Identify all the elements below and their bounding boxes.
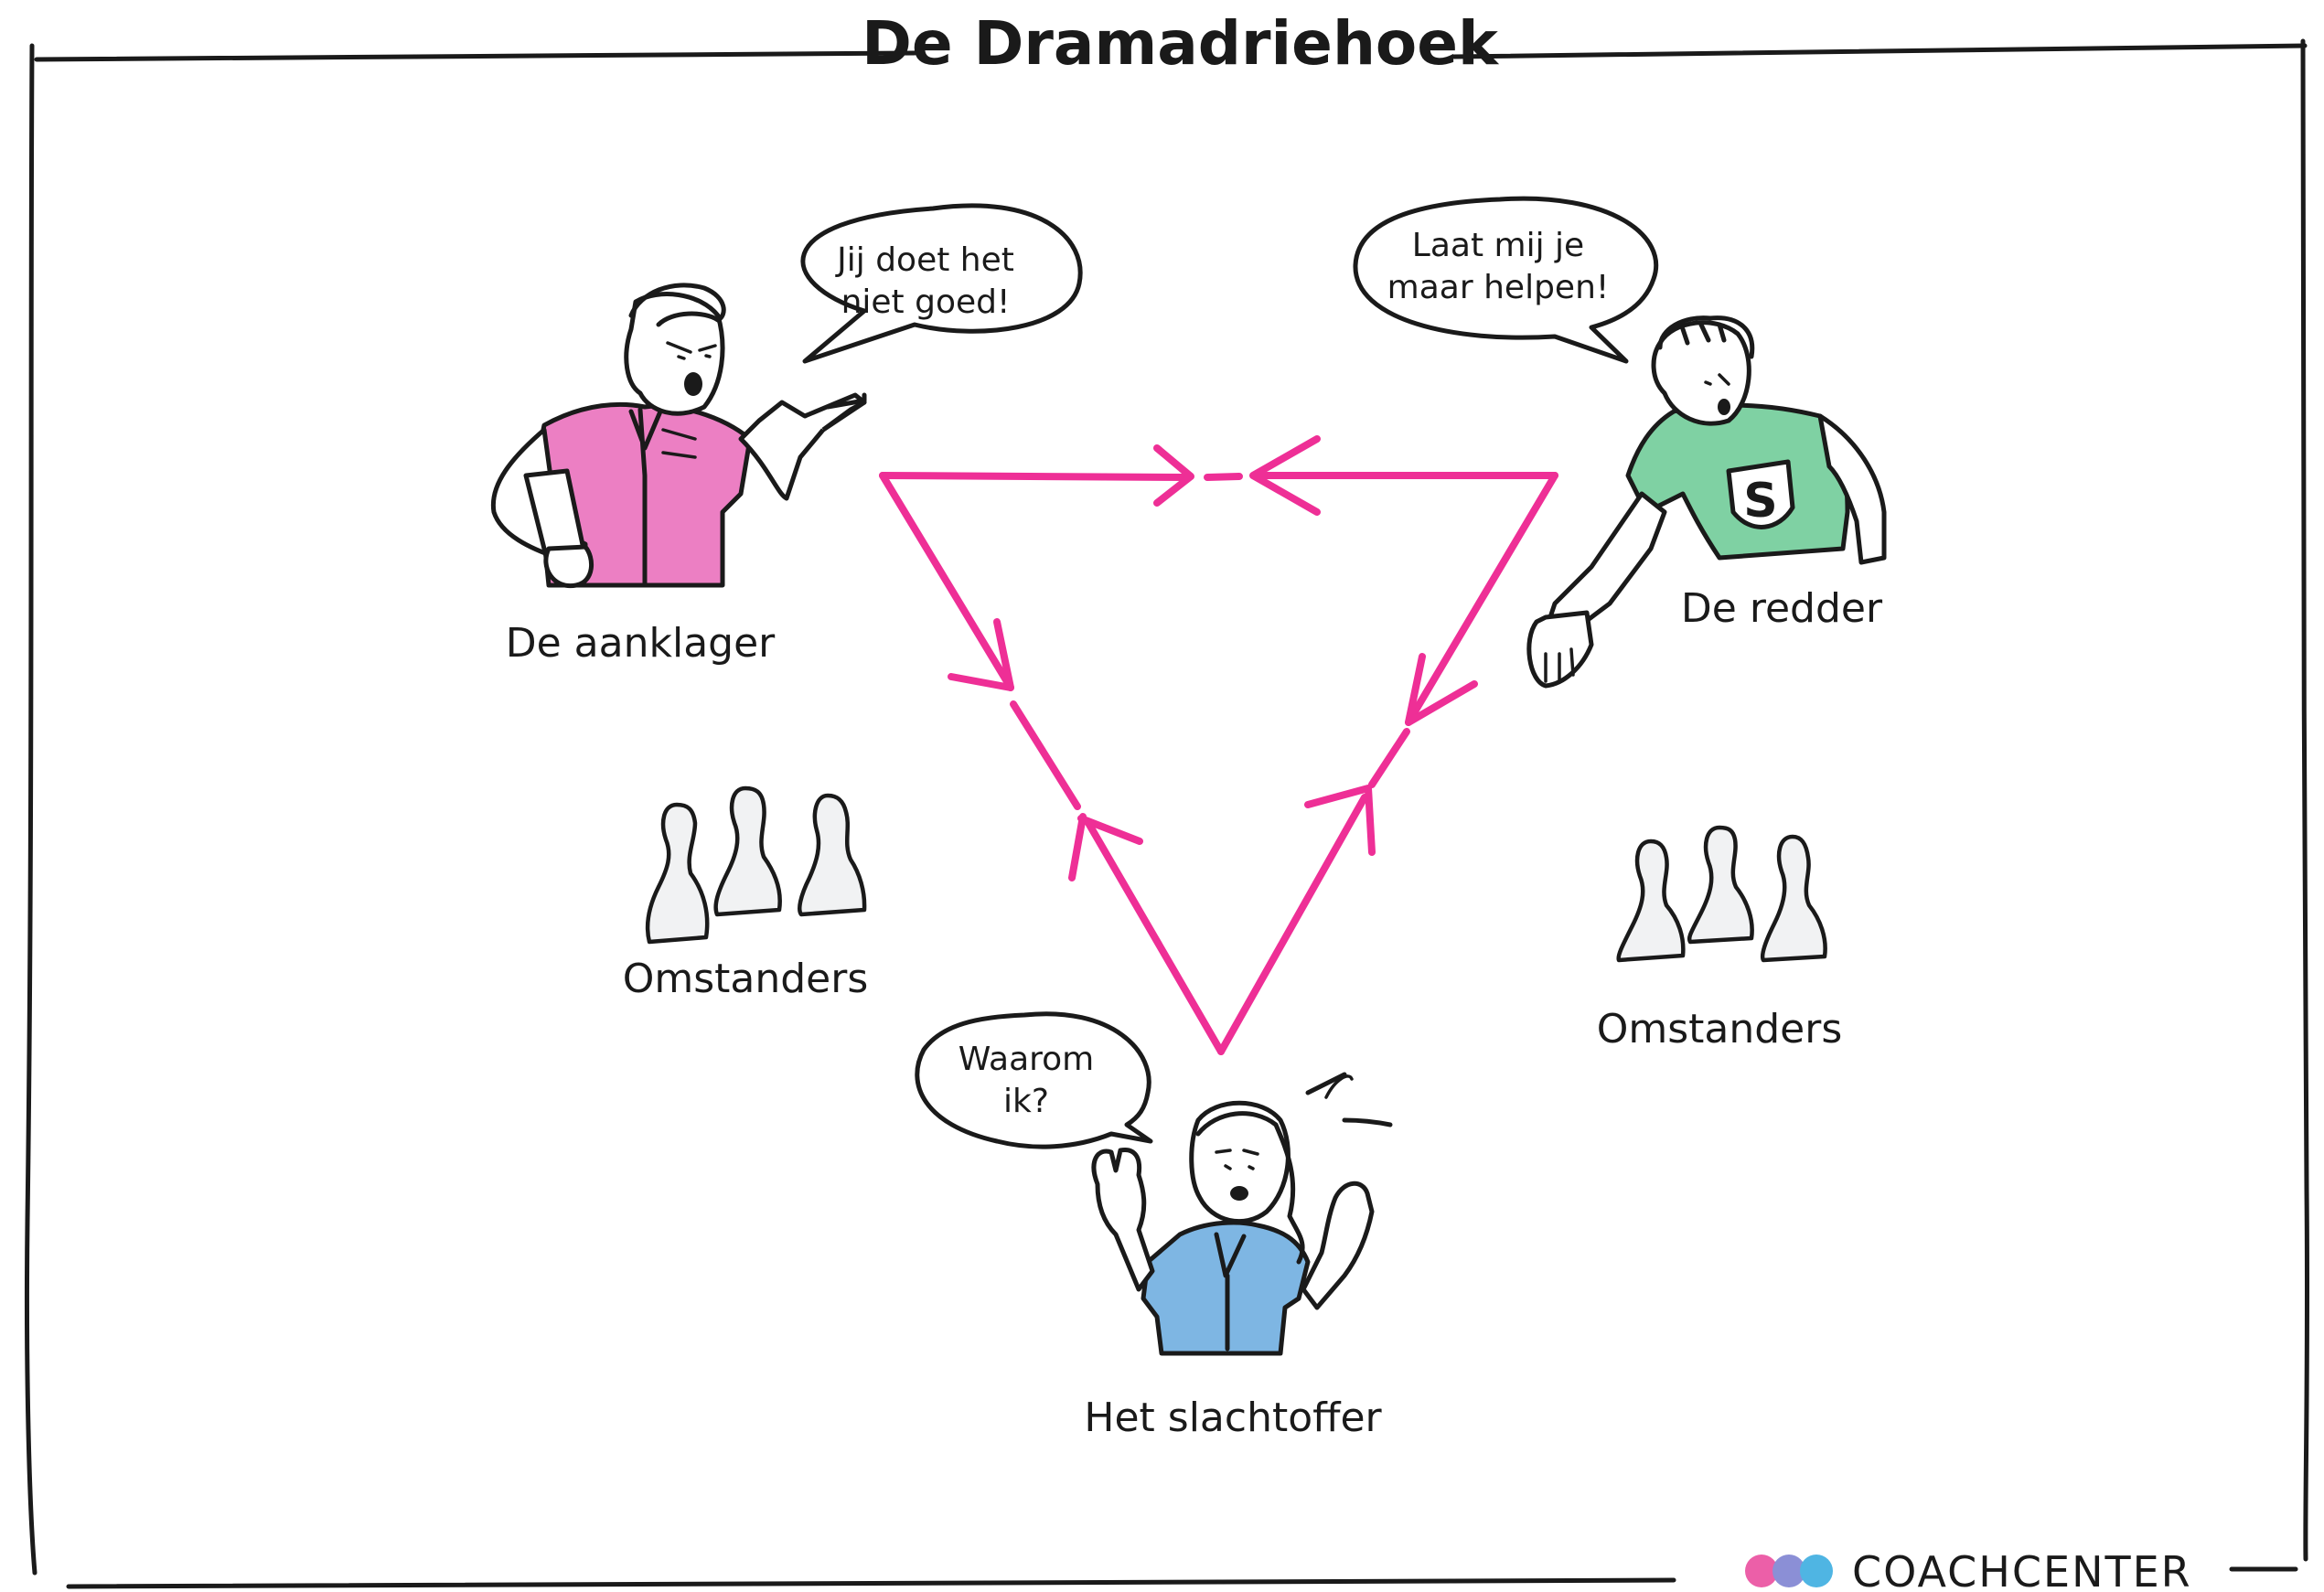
bystanders-right [1616,825,1827,963]
arrow-head-right-down [1405,653,1478,726]
speech-bubble-redder: Laat mij je maar helpen! [1353,196,1659,364]
speech-aanklager-line1: Jij doet het [835,241,1014,279]
coachcenter-logo: COACHCENTER [1745,1547,2192,1592]
triangle-right-middle-dash [1368,728,1410,788]
speech-redder-line1: Laat mij je [1412,227,1584,264]
speech-slachtoffer-line1: Waarom [959,1041,1095,1078]
role-label-aanklager: De aanklager [506,620,776,667]
redder-shirt-emblem: S [1743,474,1777,529]
triangle-right-lower-line [1217,794,1368,1055]
pawn-icon [713,785,782,917]
speech-aanklager-line2: niet goed! [841,283,1011,321]
pawn-icon [1687,825,1754,945]
slachtoffer-figure [1091,1072,1393,1356]
brand-name: COACHCENTER [1852,1547,2192,1592]
logo-dot-1 [1745,1555,1778,1587]
pawn-icon [798,793,867,917]
speech-bubble-slachtoffer: Waarom ik? [915,1011,1153,1149]
bystanders-right-label: Omstanders [1597,1006,1843,1052]
triangle-left-lower-line [1010,700,1081,810]
aanklager-figure [490,283,867,589]
drama-triangle [879,435,1558,1055]
arrow-head-right-up [1304,785,1376,856]
diagram-title: De Dramadriehoek [862,8,1500,79]
arrow-head-left-down [948,618,1014,691]
triangle-top-center-dash [1204,473,1243,481]
speech-redder-line2: maar helpen! [1387,269,1610,306]
frame [24,38,2310,1589]
redder-figure: S [1526,315,1887,689]
logo-dot-3 [1800,1555,1833,1587]
role-label-slachtoffer: Het slachtoffer [1084,1394,1382,1441]
speech-slachtoffer-line2: ik? [1003,1083,1049,1120]
triangle-left-upper-line [879,472,1014,691]
triangle-left-bottom-line [1085,819,1225,1055]
bystanders-left-label: Omstanders [623,956,869,1002]
logo-dot-2 [1772,1555,1805,1587]
role-label-redder: De redder [1681,585,1883,632]
pawn-icon [645,802,710,945]
triangle-top-left-line [879,472,1193,481]
pawn-icon [1760,834,1827,963]
triangle-right-upper-line [1405,472,1558,726]
pawn-icon [1616,839,1686,963]
arrow-head-top-right-pointing [1153,444,1194,507]
speech-bubble-aanklager: Jij doet het niet goed! [800,203,1083,364]
bystanders-left [645,785,867,945]
